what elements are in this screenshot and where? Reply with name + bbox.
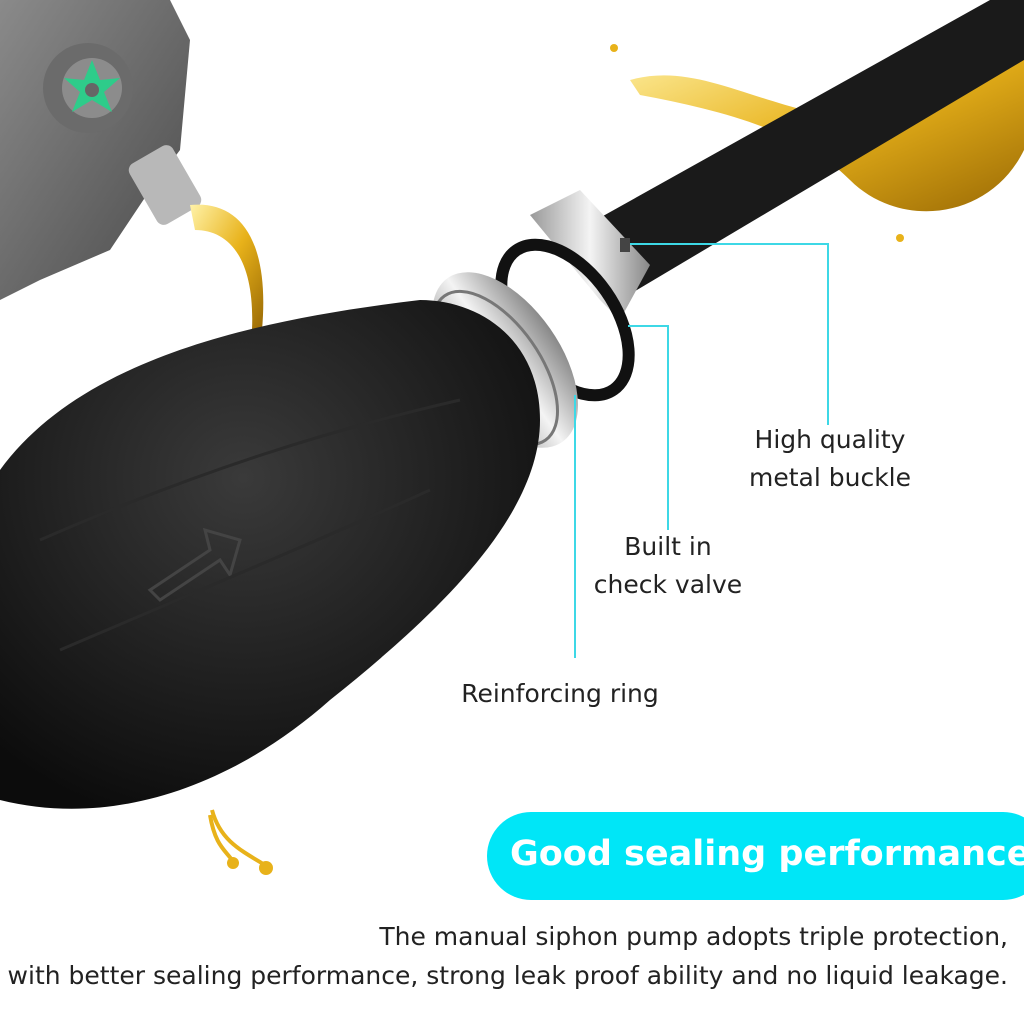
description-line-2: with better sealing performance, strong … — [7, 961, 1008, 990]
pump-bulb-image — [0, 300, 540, 809]
logo-icon — [62, 58, 122, 118]
callout-ring: Reinforcing ring — [461, 679, 659, 708]
hose-image — [560, 0, 1024, 300]
oil-can-image — [0, 0, 202, 300]
callout-valve-line1: Built in — [624, 532, 712, 561]
callout-buckle-line1: High quality — [754, 425, 906, 454]
arrow-icon — [147, 527, 242, 602]
callout-valve-line2: check valve — [593, 570, 743, 599]
description-line-1: The manual siphon pump adopts triple pro… — [379, 922, 1008, 951]
callout-lines — [574, 243, 829, 658]
banner-title: Good sealing performance — [510, 834, 1024, 874]
callout-valve: Built in check valve — [585, 528, 751, 604]
callout-buckle: High quality metal buckle — [735, 421, 925, 497]
metal-buckle-image — [530, 190, 650, 320]
callout-buckle-line2: metal buckle — [748, 463, 911, 492]
feature-banner — [487, 812, 1024, 900]
